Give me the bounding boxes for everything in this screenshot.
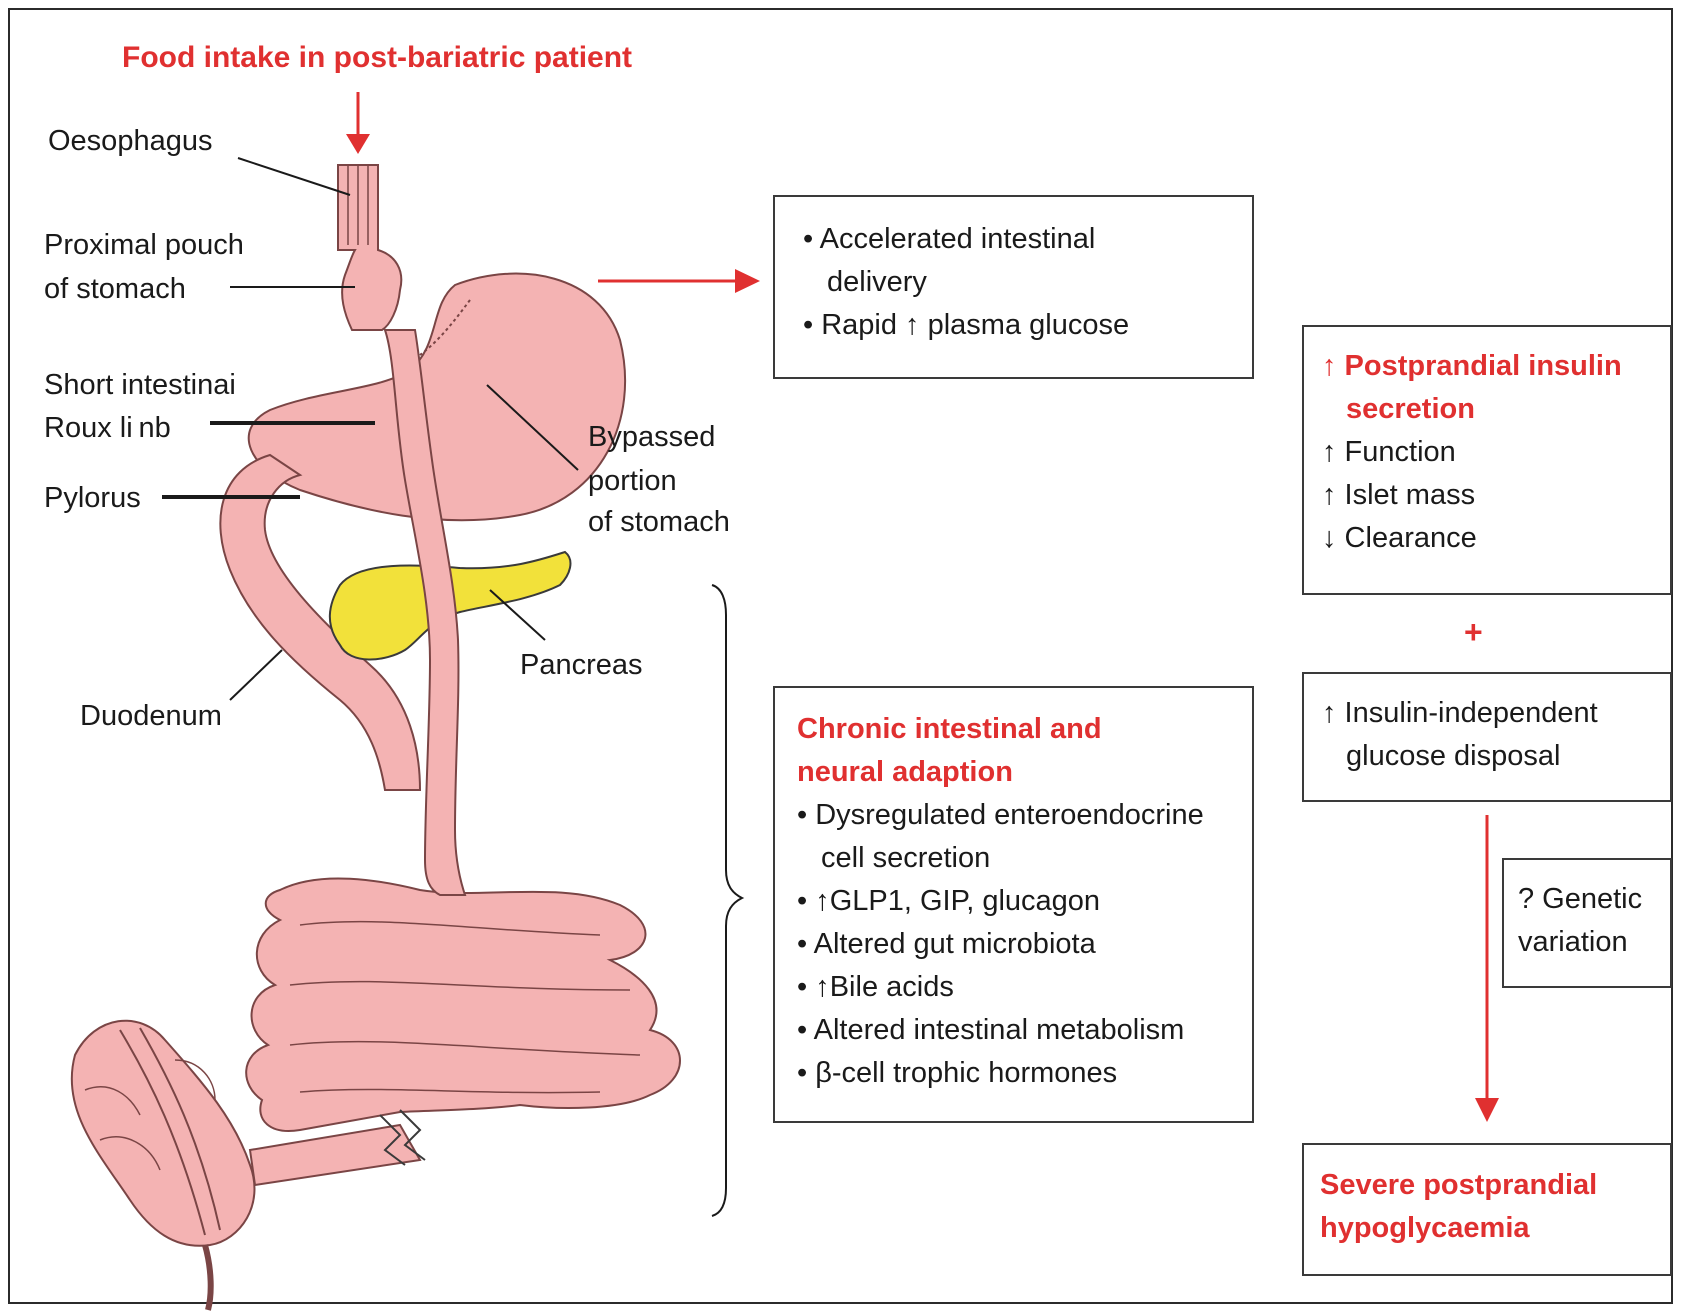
chronic-item: • β-cell trophic hormones <box>797 1052 1252 1095</box>
chronic-item: • ↑GLP1, GIP, glucagon <box>797 880 1252 923</box>
chronic-item: cell secretion <box>797 837 1252 880</box>
insulin-heading-1: ↑ Postprandial insulin <box>1322 345 1670 388</box>
insulin-item: ↓ Clearance <box>1322 517 1670 560</box>
box-insulin-secretion: ↑ Postprandial insulin secretion ↑ Funct… <box>1302 325 1672 595</box>
genetic-line-1: ? Genetic <box>1518 878 1670 921</box>
insulin-item: ↑ Function <box>1322 431 1670 474</box>
disposal-line-2: glucose disposal <box>1322 735 1670 778</box>
colon-shape <box>72 1021 255 1310</box>
label-pouch-1: Proximal pouch <box>44 223 244 267</box>
genetic-line-2: variation <box>1518 921 1670 964</box>
label-duodenum: Duodenum <box>80 694 222 738</box>
diagram-title: Food intake in post-bariatric patient <box>122 36 632 80</box>
label-roux-2: Roux li nb <box>44 406 171 450</box>
delivery-line-3: • Rapid ↑ plasma glucose <box>803 304 1252 347</box>
chronic-heading-2: neural adaption <box>797 751 1252 794</box>
insulin-heading-2: secretion <box>1322 388 1670 431</box>
box-severe-hypoglycaemia: Severe postprandial hypoglycaemia <box>1302 1143 1672 1276</box>
outcome-line-1: Severe postprandial <box>1320 1164 1670 1207</box>
delivery-line-1: • Accelerated intestinal <box>803 218 1252 261</box>
label-oesophagus: Oesophagus <box>48 119 212 163</box>
chronic-item: • Altered gut microbiota <box>797 923 1252 966</box>
label-roux-1: Short intestinai <box>44 363 236 407</box>
box-genetic-variation: ? Genetic variation <box>1502 858 1672 988</box>
small-intestine-shape <box>246 878 680 1185</box>
delivery-line-2: delivery <box>803 261 1252 304</box>
curly-brace <box>712 585 742 1216</box>
box-glucose-disposal: ↑ Insulin-independent glucose disposal <box>1302 672 1672 802</box>
insulin-item: ↑ Islet mass <box>1322 474 1670 517</box>
plus-sign: + <box>1464 610 1483 654</box>
chronic-item: • ↑Bile acids <box>797 966 1252 1009</box>
label-pylorus: Pylorus <box>44 476 141 520</box>
bypassed-stomach-shape <box>249 274 625 521</box>
box-accelerated-delivery: • Accelerated intestinal delivery • Rapi… <box>773 195 1254 379</box>
box-chronic-adaption: Chronic intestinal and neural adaption •… <box>773 686 1254 1123</box>
disposal-to-outcome-arrow <box>1475 815 1499 1122</box>
food-intake-arrow <box>346 92 370 154</box>
disposal-line-1: ↑ Insulin-independent <box>1322 692 1670 735</box>
stomach-to-delivery-arrow <box>598 269 760 293</box>
label-pancreas: Pancreas <box>520 643 643 687</box>
label-bypassed-1: Bypassed <box>588 415 715 459</box>
label-bypassed-3: of stomach <box>588 500 730 544</box>
label-pouch-2: of stomach <box>44 267 186 311</box>
chronic-item: • Dysregulated enteroendocrine <box>797 794 1252 837</box>
label-bypassed-2: portion <box>588 459 677 503</box>
chronic-heading-1: Chronic intestinal and <box>797 708 1252 751</box>
oesophagus-shape <box>338 165 401 330</box>
outcome-line-2: hypoglycaemia <box>1320 1207 1670 1250</box>
chronic-item: • Altered intestinal metabolism <box>797 1009 1252 1052</box>
